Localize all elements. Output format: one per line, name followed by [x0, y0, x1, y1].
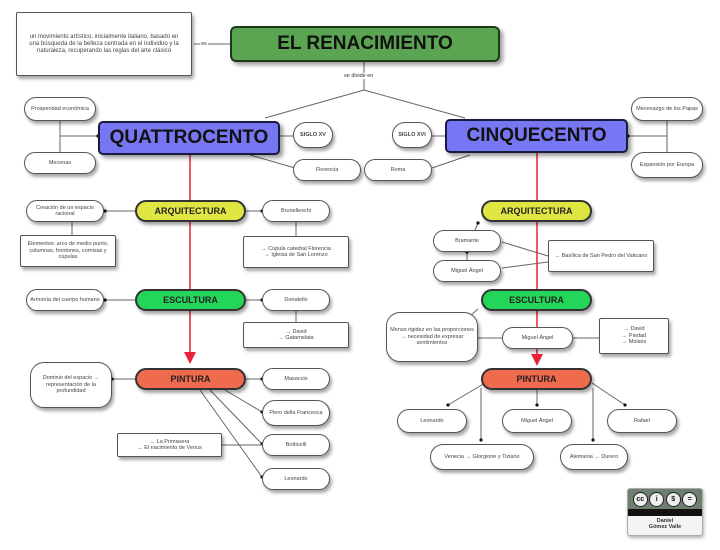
quattro-arq-left: Creación de un espacio racional [26, 200, 104, 222]
cinque-city: Roma [364, 159, 432, 181]
cinque-arquitectura[interactable]: ARQUITECTURA [481, 200, 592, 222]
cinque-pin-artist-rafael: Rafael [607, 409, 677, 433]
author-name-1: Daniel [656, 518, 674, 524]
cinque-pin-artist-leonardo: Leonardo [397, 409, 467, 433]
quattro-context-mecenas: Mecenas [24, 152, 96, 174]
cinque-pin-school-venecia: Venecia → Giorgione y Tiziano [430, 444, 534, 470]
quattro-pintura[interactable]: PINTURA [135, 368, 246, 390]
quattro-arquitectura[interactable]: ARQUITECTURA [135, 200, 246, 222]
attribution-icon: i [649, 491, 665, 507]
author-name-2: Gómez Valle [648, 524, 682, 530]
link-se-divide-en: se divide en [343, 73, 375, 79]
cc-icon: cc [632, 491, 648, 507]
cinque-context-mecenazgo: Mecenazgo de los Papas [631, 97, 703, 121]
cinque-pin-school-alemania: Alemania → Durero [560, 444, 628, 470]
quattro-esc-left: Armonía del cuerpo humano [26, 289, 104, 311]
cinquecento-node[interactable]: CINQUECENTO [445, 119, 628, 153]
quattrocento-node[interactable]: QUATTROCENTO [98, 121, 280, 155]
main-title[interactable]: EL RENACIMIENTO [230, 26, 500, 62]
quattro-pin-works: → La Primavera → El nacimiento de Venus [117, 433, 222, 457]
cinque-context-expansion: Expansión por Europa [631, 152, 703, 178]
cinque-esc-works: → David → Piedad → Moisés [599, 318, 669, 354]
quattro-pin-artist-botticelli: Botticelli [262, 434, 330, 456]
quattro-arq-works: → Cúpula catedral Florencia → Iglesia de… [243, 236, 349, 268]
quattro-pin-artist-piero: Piero della Francesca [262, 400, 330, 426]
quattro-escultura[interactable]: ESCULTURA [135, 289, 246, 311]
license-badge: cc i $ = Daniel Gómez Valle [627, 488, 703, 536]
cinque-esc-left: Menos rigidez en las proporciones → nece… [386, 312, 478, 362]
cinque-siglo: SIGLO XVI [392, 122, 432, 148]
cinque-arq-artist-miguel-angel: Miguel Ángel [433, 260, 501, 282]
quattro-pin-artist-masaccio: Masaccio [262, 368, 330, 390]
noderivs-icon: = [682, 491, 698, 507]
definition-box: un movimiento artístico, inicialmente it… [16, 12, 192, 76]
quattro-pin-left: Dominio del espacio → representación de … [30, 362, 112, 408]
quattro-city: Florencia [293, 159, 361, 181]
quattro-arq-detail: Elementos: arco de medio punto, columnas… [20, 235, 116, 267]
quattro-context-prosperidad: Prosperidad económica [24, 97, 96, 121]
noncommercial-icon: $ [665, 491, 681, 507]
cinque-esc-artist: Miguel Ángel [502, 327, 573, 349]
quattro-arq-artist: Brunelleschi [262, 200, 330, 222]
quattro-pin-artist-leonardo: Leonardo [262, 468, 330, 490]
cinque-arq-artist-bramante: Bramante [433, 230, 501, 252]
cinque-pin-artist-miguel-angel: Miguel Ángel [502, 409, 572, 433]
cinque-escultura[interactable]: ESCULTURA [481, 289, 592, 311]
quattro-siglo: SIGLO XV [293, 122, 333, 148]
cinque-pintura[interactable]: PINTURA [481, 368, 592, 390]
link-es: es [200, 41, 208, 47]
cinque-arq-works: → Basílica de San Pedro del Vaticano [548, 240, 654, 272]
quattro-esc-artist: Donatello [262, 289, 330, 311]
quattro-esc-works: → David → Gatamelata [243, 322, 349, 348]
